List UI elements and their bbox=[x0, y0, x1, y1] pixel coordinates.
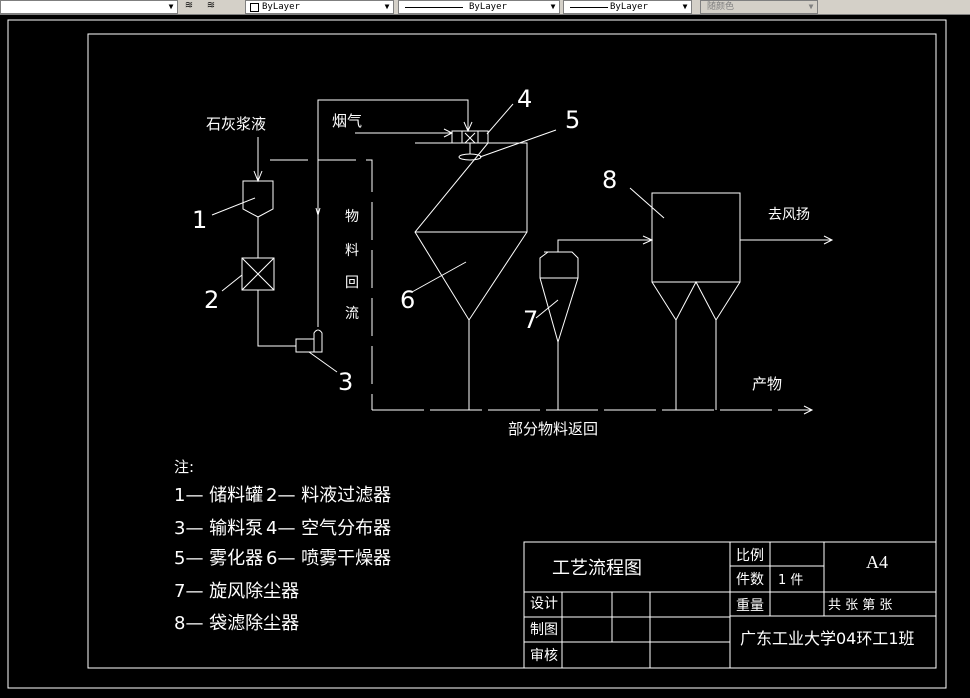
spray-dryer[interactable] bbox=[414, 142, 528, 321]
number-3: 3 bbox=[338, 368, 353, 396]
label-lime-slurry: 石灰浆液 bbox=[206, 115, 266, 133]
title-block bbox=[523, 541, 937, 669]
transfer-pump[interactable] bbox=[295, 338, 315, 353]
notes-title: 注: bbox=[174, 458, 194, 476]
leader-6 bbox=[411, 261, 467, 293]
layer-states-icon[interactable]: ≋ bbox=[206, 0, 216, 11]
chevron-down-icon[interactable]: ▼ bbox=[682, 2, 688, 11]
label-partial-return: 部分物料返回 bbox=[508, 420, 598, 438]
note-item-5: 5— 雾化器 bbox=[174, 548, 263, 569]
scale-label: 比例 bbox=[736, 548, 764, 564]
design-label: 设计 bbox=[530, 596, 558, 612]
note-item-4: 4— 空气分布器 bbox=[266, 518, 391, 539]
leader-2 bbox=[221, 274, 243, 292]
organization-name: 广东工业大学04环工1班 bbox=[740, 629, 915, 648]
plotstyle-dropdown[interactable]: 随颜色 ▼ bbox=[700, 0, 818, 14]
leader-4 bbox=[486, 103, 514, 135]
air-distributor[interactable] bbox=[451, 130, 489, 144]
paper-size: A4 bbox=[866, 552, 888, 572]
svg-text:料: 料 bbox=[345, 243, 359, 259]
svg-text:回: 回 bbox=[345, 275, 359, 291]
number-4: 4 bbox=[517, 85, 532, 113]
label-product: 产物 bbox=[752, 375, 782, 393]
chevron-down-icon[interactable]: ▼ bbox=[168, 2, 174, 11]
layer-dropdown[interactable]: ▼ bbox=[0, 0, 178, 14]
count-value: 1 件 bbox=[778, 573, 803, 588]
color-dropdown[interactable]: ByLayer ▼ bbox=[245, 0, 394, 14]
number-6: 6 bbox=[400, 286, 415, 314]
number-5: 5 bbox=[565, 106, 580, 134]
chevron-down-icon[interactable]: ▼ bbox=[808, 2, 814, 11]
number-8: 8 bbox=[602, 166, 617, 194]
label-flue-gas: 烟气 bbox=[332, 112, 362, 130]
cyclone[interactable] bbox=[539, 251, 579, 344]
svg-text:物: 物 bbox=[345, 209, 359, 225]
leader-1 bbox=[211, 197, 256, 216]
drawing-title: 工艺流程图 bbox=[552, 558, 642, 579]
cyclone-to-bagfilter bbox=[544, 239, 652, 253]
linetype-dropdown[interactable]: ByLayer ▼ bbox=[398, 0, 560, 14]
chevron-down-icon[interactable]: ▼ bbox=[384, 2, 390, 11]
inner-frame bbox=[87, 33, 937, 669]
number-7: 7 bbox=[523, 306, 538, 334]
color-swatch-icon bbox=[250, 3, 259, 12]
leader-3 bbox=[308, 351, 338, 373]
drawing-canvas[interactable]: 石灰浆液 1 2 3 物 料 回 流 烟气 4 5 6 7 bbox=[0, 15, 970, 698]
cad-properties-toolbar: ▼ ≋ ≋ ByLayer ▼ ByLayer ▼ ByLayer ▼ 随颜色 … bbox=[0, 0, 970, 15]
storage-tank[interactable] bbox=[242, 180, 274, 218]
outer-frame bbox=[7, 19, 947, 689]
note-item-6: 6— 喷雾干燥器 bbox=[266, 548, 391, 569]
note-item-2: 2— 料液过滤器 bbox=[266, 485, 391, 506]
sheet-text: 共 张 第 张 bbox=[828, 598, 892, 613]
recirculation-line bbox=[270, 159, 373, 410]
weight-label: 重量 bbox=[736, 598, 764, 614]
review-label: 审核 bbox=[530, 648, 558, 664]
note-item-7: 7— 旋风除尘器 bbox=[174, 581, 299, 602]
bag-filter[interactable] bbox=[651, 192, 741, 321]
lineweight-dropdown[interactable]: ByLayer ▼ bbox=[563, 0, 692, 14]
leader-7 bbox=[535, 299, 559, 319]
chevron-down-icon[interactable]: ▼ bbox=[550, 2, 556, 11]
number-2: 2 bbox=[204, 286, 219, 314]
draw-label: 制图 bbox=[530, 622, 558, 638]
note-item-3: 3— 输料泵 bbox=[174, 518, 263, 539]
slurry-riser bbox=[317, 99, 469, 327]
leader-8 bbox=[629, 187, 665, 219]
label-to-fan: 去风扬 bbox=[768, 207, 810, 223]
count-label: 件数 bbox=[736, 572, 764, 588]
layer-stack-icon[interactable]: ≋ bbox=[184, 0, 194, 11]
note-item-1: 1— 储料罐 bbox=[174, 485, 263, 506]
svg-text:流: 流 bbox=[345, 306, 359, 322]
note-item-8: 8— 袋滤除尘器 bbox=[174, 613, 299, 634]
number-1: 1 bbox=[192, 206, 207, 234]
